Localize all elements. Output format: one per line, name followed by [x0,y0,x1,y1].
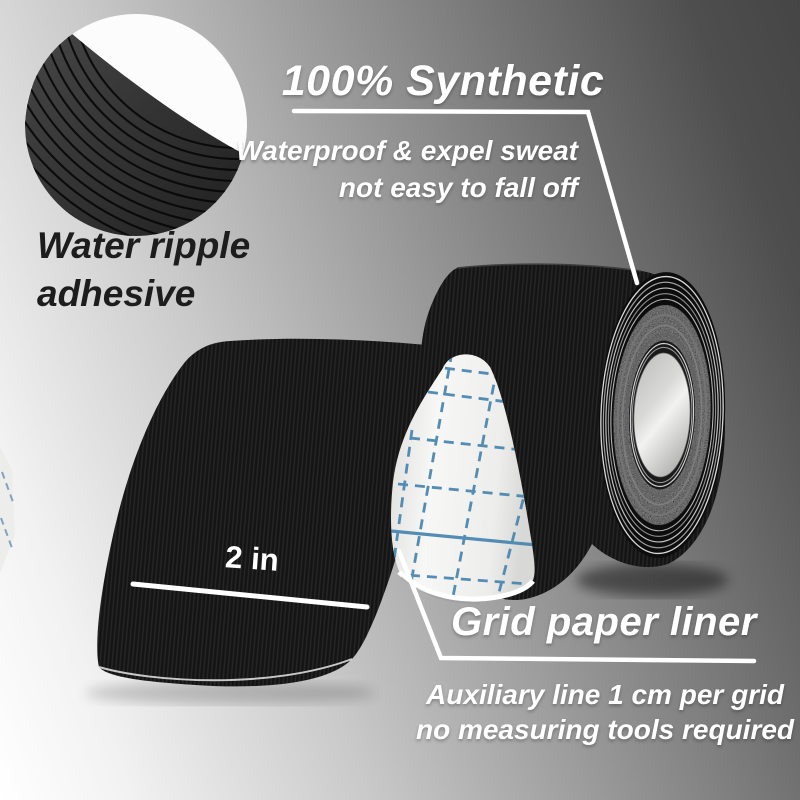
tape-width-label: 2 in [224,539,280,578]
liner-pointer-line [396,548,757,664]
liner-curled-edge [397,570,535,602]
liner-sliver [0,447,15,573]
adhesive-tape-piece [25,22,242,236]
synthetic-line2: not easy to fall off [338,172,578,203]
synthetic-pointer-line [291,108,640,286]
adhesive-label: Water ripple adhesive [37,222,250,318]
adhesive-label-line2: adhesive [37,273,196,315]
adhesive-label-line1: Water ripple [37,225,251,266]
liner-line1: Auxiliary line 1 cm per grid [426,679,784,710]
liner-line2: no measuring tools required [415,714,795,745]
synthetic-line1: Waterproof & expel sweat [236,135,578,166]
roll-core [633,352,691,478]
annotation-lines [130,108,757,664]
tape-bottom-strip [97,338,448,687]
width-measure-line [130,581,370,610]
tape-roll-face [598,272,726,558]
liner-title: Grid paper liner [451,600,757,644]
shadows [85,564,728,704]
synthetic-title: 100% Synthetic [281,57,605,105]
